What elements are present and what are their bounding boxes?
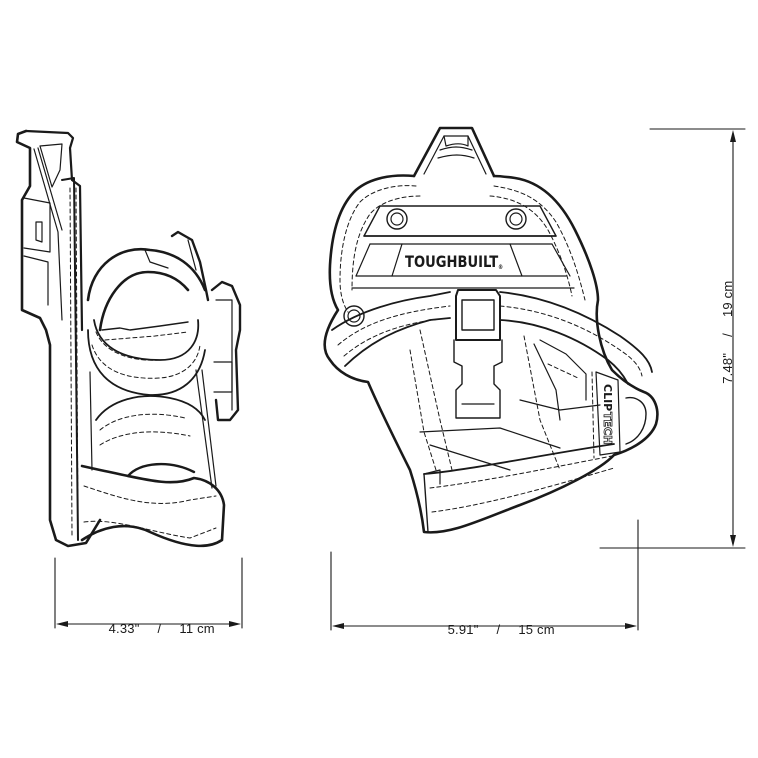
width-imperial: 5.91" bbox=[447, 622, 479, 637]
width-separator: / bbox=[496, 622, 501, 637]
depth-dimension-label: 4.33" / 11 cm bbox=[101, 606, 215, 636]
depth-separator: / bbox=[157, 621, 162, 636]
width-dimension-label: 5.91" / 15 cm bbox=[440, 607, 555, 637]
cliptech-outline-text: TECH bbox=[601, 412, 614, 444]
cliptech-label: CLIP TECH bbox=[601, 384, 615, 445]
brand-registered-mark: ® bbox=[498, 264, 504, 271]
width-metric: 15 cm bbox=[518, 622, 555, 637]
front-view-drawing bbox=[323, 126, 659, 534]
height-metric: 19 cm bbox=[720, 280, 735, 318]
depth-metric: 11 cm bbox=[179, 621, 215, 636]
height-separator: / bbox=[720, 333, 735, 337]
dimension-lines bbox=[54, 128, 746, 631]
height-dimension-label: 7.48" / 19 cm bbox=[705, 276, 735, 396]
cliptech-bold-text: CLIP bbox=[601, 384, 614, 411]
side-view-drawing bbox=[15, 129, 242, 548]
brand-name: TOUGHBUILT bbox=[405, 252, 499, 271]
height-imperial: 7.48" bbox=[720, 352, 735, 384]
toughbuilt-logo: TOUGHBUILT® bbox=[405, 252, 503, 271]
dimension-arrowheads bbox=[56, 130, 736, 629]
depth-imperial: 4.33" bbox=[108, 621, 140, 636]
